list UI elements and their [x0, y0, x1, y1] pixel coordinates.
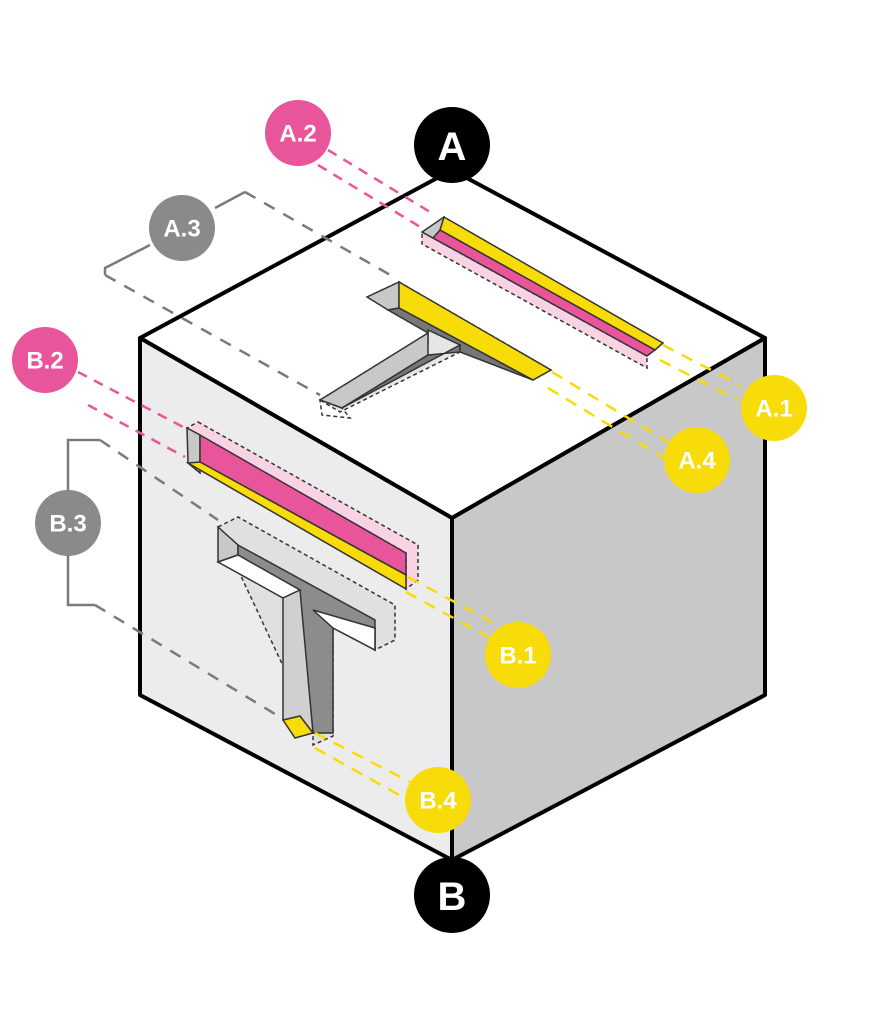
front-t-cutout	[216, 516, 396, 747]
svg-text:B.4: B.4	[419, 788, 457, 815]
top-slot-bar	[420, 215, 665, 370]
badge-B4: B.4	[405, 767, 471, 833]
top-t-cutout	[318, 280, 553, 419]
svg-text:A.4: A.4	[678, 448, 716, 475]
svg-text:B.1: B.1	[499, 643, 536, 670]
leader-lines	[66, 148, 741, 802]
svg-text:B.2: B.2	[26, 348, 63, 375]
badge-A4: A.4	[664, 427, 730, 493]
cube	[138, 168, 767, 862]
svg-text:A.3: A.3	[163, 216, 200, 243]
svg-text:B: B	[438, 875, 467, 919]
badge-B1: B.1	[485, 622, 551, 688]
badge-B2: B.2	[12, 327, 78, 393]
badge-A3: A.3	[149, 195, 215, 261]
svg-text:B.3: B.3	[49, 511, 86, 538]
badge-A: A	[414, 107, 490, 183]
svg-text:A.1: A.1	[755, 396, 792, 423]
svg-text:A.2: A.2	[279, 121, 316, 148]
badge-B3: B.3	[35, 490, 101, 556]
badge-A1: A.1	[741, 375, 807, 441]
badge-A2: A.2	[265, 100, 331, 166]
svg-text:A: A	[438, 125, 467, 169]
front-slot-bar	[185, 421, 419, 591]
badge-B: B	[414, 857, 490, 933]
